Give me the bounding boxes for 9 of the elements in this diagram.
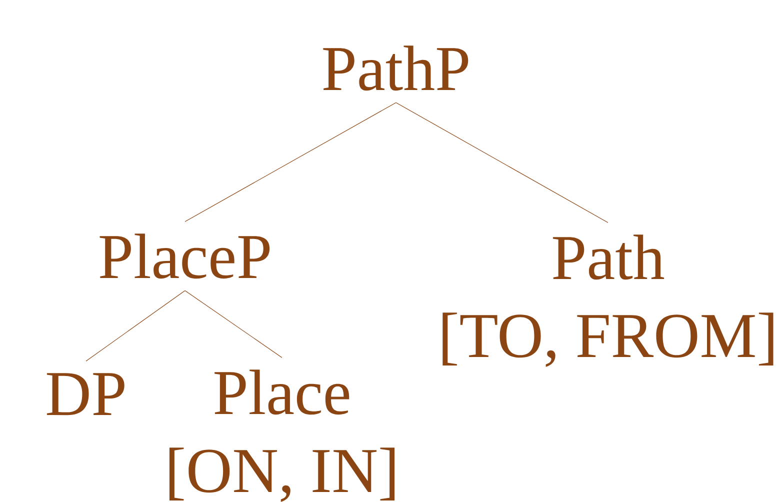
- tree-branch: [184, 102, 396, 222]
- tree-label: PlaceP: [100, 234, 270, 279]
- tree-branch: [396, 102, 608, 223]
- tree-label: PathP: [323, 46, 468, 91]
- tree-label: Place [ON, IN]: [169, 370, 395, 502]
- tree-label: DP: [46, 373, 124, 416]
- tree-label: Path [TO, FROM]: [442, 234, 774, 367]
- tree-branch: [86, 290, 186, 362]
- tree-branch: [184, 290, 282, 358]
